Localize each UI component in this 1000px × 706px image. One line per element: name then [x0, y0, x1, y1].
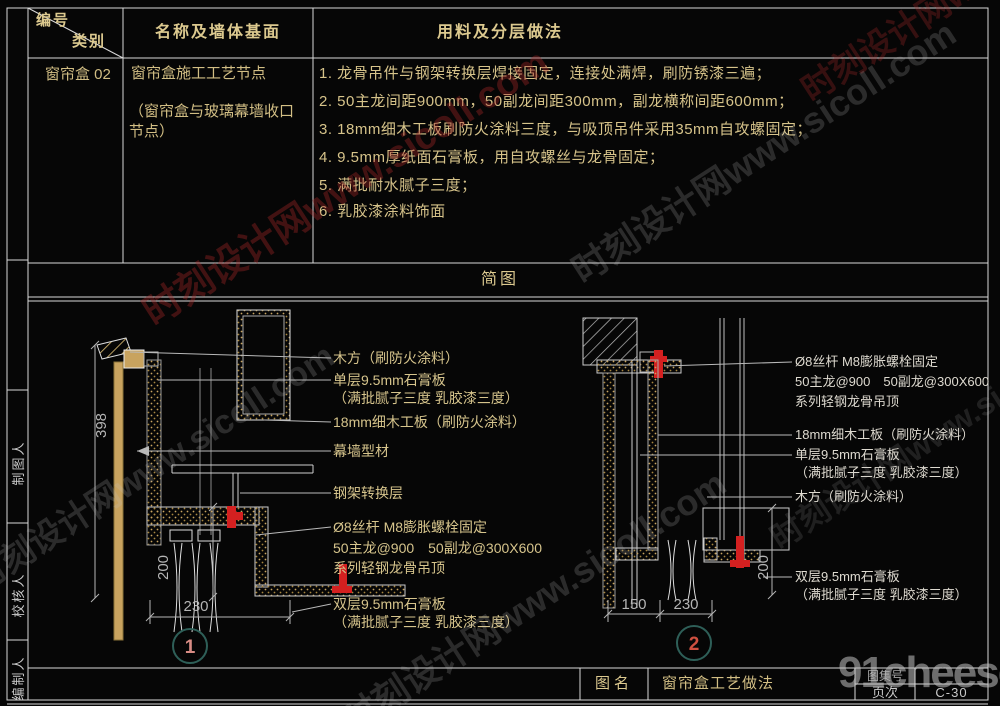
concrete-slab-hatch: [582, 317, 638, 366]
titleblock-atlas-label: 图集号: [866, 669, 903, 683]
dim-230-text: 230: [673, 596, 698, 613]
leader-lines-2: [640, 361, 793, 578]
curtain-track: [197, 529, 221, 542]
d2-label-runner-spacing: 50主龙@900 50副龙@300X600: [795, 374, 990, 389]
leader-lines-1: [129, 351, 332, 613]
d1-label-curtainwall-profile: 幕墙型材: [333, 443, 389, 459]
red-fastener: [227, 506, 243, 528]
dim-230: [145, 600, 295, 624]
d1-label-wood-block: 木方（刷防火涂料）: [333, 350, 459, 366]
d2-label-putty-note: （满批腻子三度 乳胶漆三度）: [795, 465, 968, 480]
dim-150-text: 150: [621, 596, 646, 613]
table-grid: [27, 7, 988, 302]
dim-150-230: [603, 600, 717, 622]
d2-label-putty-note-2: （满批腻子三度 乳胶漆三度）: [795, 587, 968, 602]
table-col-name-header: 名称及墙体基面: [154, 24, 281, 41]
d1-label-double-gypsum: 双层9.5mm石膏板: [333, 596, 446, 612]
dim-230-text: 230: [183, 598, 208, 615]
sheet-frame: [6, 7, 989, 705]
dim-200: [767, 503, 777, 600]
table-corner-bottom-label: 类别: [72, 33, 107, 50]
box-bottom-board: [254, 584, 406, 597]
row-name: 窗帘盒施工工艺节点: [131, 65, 267, 82]
detail-drawing-2: 2 150 230 200: [582, 317, 793, 661]
method-step-1: 1. 龙骨吊件与钢架转换层焊接固定，连接处满焊，刷防锈漆三遍；: [319, 65, 772, 82]
mullion-strip: [602, 372, 616, 609]
glass-profile-strip: [113, 361, 124, 641]
curtain-folds: [173, 542, 219, 633]
titleblock-name-value: 窗帘盒工艺做法: [662, 675, 775, 692]
diagram-section-title: 简图: [480, 271, 519, 288]
curtain-track: [169, 529, 193, 542]
steel-transfer-layer: [171, 464, 314, 507]
red-hanger: [730, 536, 750, 568]
d2-label-keel-system: 系列轻钢龙骨吊顶: [795, 394, 900, 409]
method-step-4: 4. 9.5mm厚纸面石膏板，用自攻螺丝与龙骨固定；: [319, 149, 665, 166]
d2-label-wood-block: 木方（刷防火涂料）: [795, 489, 913, 504]
column-core: [242, 315, 285, 415]
detail-bubble-1-number: 1: [185, 637, 196, 658]
titleblock-page-value: C-30: [935, 685, 968, 700]
d1-label-runner-spacing: 50主龙@900 50副龙@300X600: [333, 540, 542, 556]
titleblock-page-label: 页次: [871, 685, 898, 700]
red-hanger: [332, 564, 352, 593]
table-corner-top-label: 编号: [36, 12, 71, 29]
method-step-6: 6. 乳胶漆涂料饰面: [319, 203, 446, 220]
d2-label-plywood: 18mm细木工板（刷防火涂料）: [795, 427, 975, 442]
d2-label-single-gypsum: 单层9.5mm石膏板: [795, 447, 900, 462]
table-col-method-header: 用料及分层做法: [436, 24, 563, 41]
dim-398: [90, 340, 100, 603]
dim-200-text: 200: [155, 555, 172, 580]
titleblock-name-label: 图名: [594, 675, 633, 692]
threaded-rods: [719, 318, 745, 562]
method-step-2: 2. 50主龙间距900mm，50副龙间距300mm，副龙横称间距600mm；: [319, 93, 794, 110]
d1-label-rod-anchor: Ø8丝杆 M8膨胀螺栓固定: [333, 519, 488, 535]
d2-label-double-gypsum: 双层9.5mm石膏板: [795, 569, 900, 584]
detail-bubble-1: [172, 628, 208, 664]
d1-label-putty-note: （满批腻子三度 乳胶漆三度）: [333, 390, 519, 406]
d1-label-single-gypsum: 单层9.5mm石膏板: [333, 372, 446, 388]
dim-398-text: 398: [93, 413, 110, 438]
row-code: 窗帘盒 02: [45, 66, 111, 83]
d1-label-putty-note-2: （满批腻子三度 乳胶漆三度）: [333, 614, 519, 630]
d2-label-rod-anchor: Ø8丝杆 M8膨胀螺栓固定: [795, 354, 939, 369]
titleblock-grid: [28, 667, 988, 700]
dim-200: [208, 502, 218, 602]
d1-label-plywood: 18mm细木工板（刷防火涂料）: [333, 414, 526, 430]
detail-drawing-1: 1 398 200 230: [90, 309, 406, 664]
detail-bubble-2: [676, 625, 712, 661]
detail-bubble-2-number: 2: [689, 634, 700, 655]
box-left-board: [615, 547, 659, 561]
d1-label-keel-system: 系列轻钢龙骨吊顶: [333, 560, 445, 576]
d1-label-steel-transfer: 钢架转换层: [333, 485, 403, 501]
curtain-folds: [667, 539, 697, 601]
method-step-3: 3. 18mm细木工板刷防火涂料三度，与吸顶吊件采用35mm自攻螺固定；: [319, 121, 813, 138]
row-name-note-1: （窗帘盒与玻璃幕墙收口: [129, 103, 295, 120]
dim-200-text: 200: [755, 555, 772, 580]
row-name-note-2: 节点）: [129, 123, 175, 140]
method-step-5: 5. 满批耐水腻子三度；: [319, 177, 477, 194]
sidebar-role-drafter: 制图人: [11, 440, 26, 486]
leader-arrow: [137, 446, 149, 456]
sidebar-role-compiler: 编制人: [11, 655, 26, 701]
